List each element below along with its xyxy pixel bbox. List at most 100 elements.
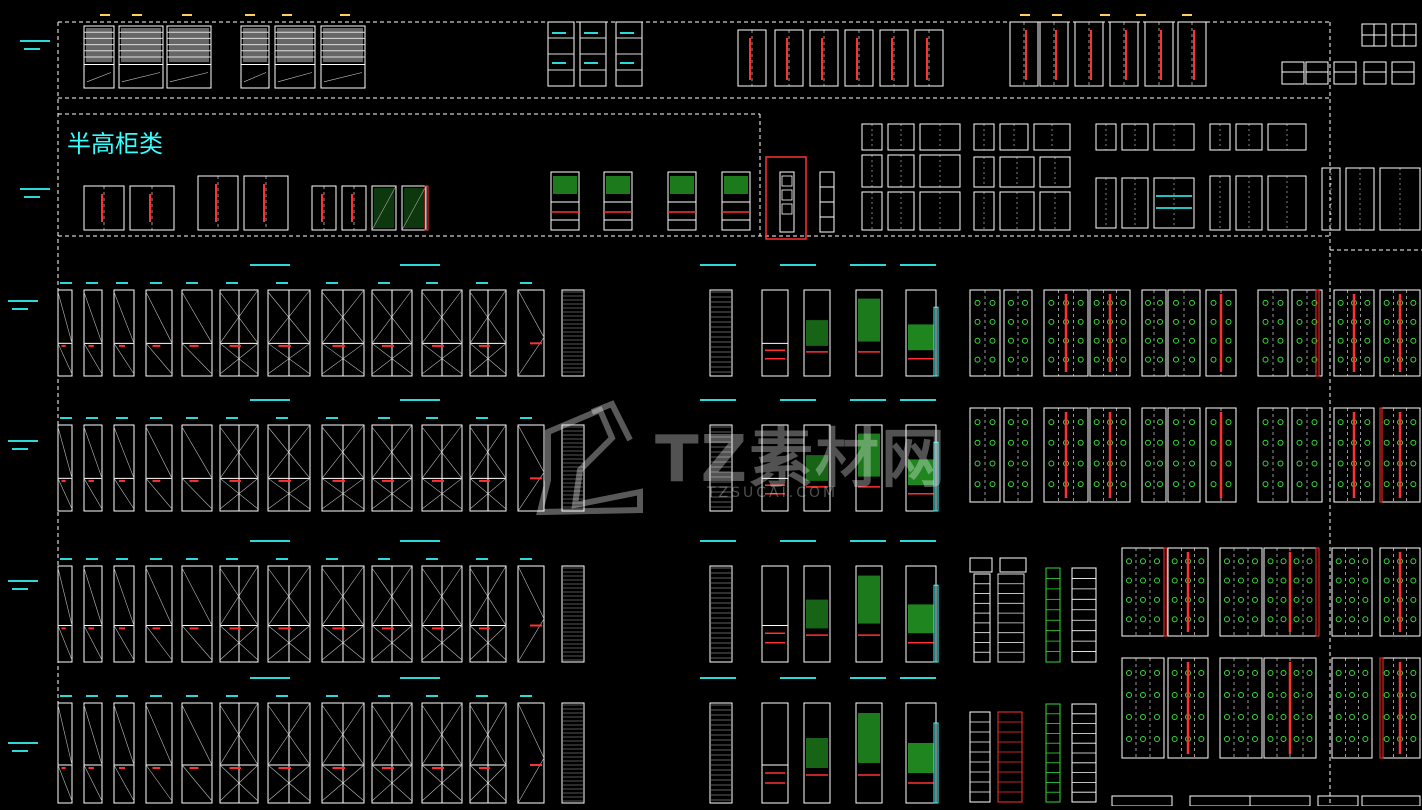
cabinet-frame [145,702,173,804]
green-hatch [724,176,748,194]
ornament-icon [1210,481,1217,488]
cabinet-frame [1089,407,1131,503]
ornament-icon [1022,337,1028,344]
dimension-label [520,282,532,284]
drawing-line [181,567,213,626]
ornament-icon [1238,558,1244,565]
model-label [900,540,936,542]
ornament-icon [1198,558,1205,565]
ornament-icon [1252,558,1258,565]
cabinet-frame [113,702,135,804]
ornament-icon [1093,439,1100,446]
ornament-icon [1262,460,1269,467]
ornament-icon [1383,558,1390,565]
ornament-icon [1173,419,1179,426]
drawing-line [113,567,135,626]
ornament-icon [1306,670,1313,676]
ornament-icon [1022,299,1028,306]
cabinet-frame [1167,547,1209,637]
ornament-icon [1126,670,1132,676]
shelf-ornament [620,32,634,34]
model-label [400,677,440,679]
ornament-icon [1277,481,1284,488]
ornament-icon [1048,299,1055,306]
cabinet-frame [517,424,545,512]
dimension-label [1100,14,1110,16]
ornament-icon [1280,558,1287,565]
dimension-label [426,417,438,419]
ornament-icon [1120,439,1127,446]
cabinet-frame [973,573,991,663]
ornament-icon [1210,318,1217,325]
ornament-icon [1364,419,1371,426]
ornament-icon [1410,558,1417,565]
drawing-line [113,764,135,802]
row-label [12,588,28,590]
ornament-icon [1364,481,1371,488]
ornament-icon [1267,577,1274,584]
ornament-icon [1277,460,1284,467]
ornament-icon [1189,481,1195,488]
ornament-icon [1238,616,1244,623]
cabinet-frame [761,424,789,512]
ornament-icon [1410,419,1417,426]
ornament-icon [974,356,981,363]
ornament-icon [1140,692,1146,698]
green-hatch [908,604,934,634]
ornament-icon [1349,714,1355,720]
ornament-icon [1293,596,1300,603]
ornament-icon [1410,596,1417,603]
cabinet-frame [1267,123,1307,151]
dimension-label [116,558,128,560]
ornament-icon [989,337,996,344]
dimension-label [520,558,532,560]
cyan-edge [933,306,939,377]
drawer [781,189,793,201]
ornament-icon [1280,616,1287,623]
cabinet-frame [709,289,733,377]
model-label [400,399,440,401]
ornament-icon [1252,714,1258,720]
ornament-icon [974,481,981,488]
cabinet-frame [803,565,831,663]
ornament-icon [1225,419,1232,426]
green-hatch [806,599,828,629]
ornament-icon [1306,577,1313,584]
ornament-icon [1224,714,1230,720]
cabinet-frame [517,565,545,663]
cabinet-frame [57,565,73,663]
dimension-label [1020,14,1030,16]
ornament-icon [1311,481,1318,488]
ornament-icon [1093,419,1100,426]
row-label [24,196,40,198]
ornament-icon [1362,670,1369,676]
ornament-icon [1383,670,1390,676]
ornament-icon [1280,670,1287,676]
ornament-icon [1077,337,1084,344]
green-hatch [806,320,828,346]
ornament-icon [989,439,996,446]
ornament-icon [1280,577,1287,584]
ornament-icon [1349,596,1355,603]
ornament-icon [1126,616,1132,623]
ornament-icon [1171,596,1178,603]
drawing-line [371,185,397,231]
ornament-icon [1383,439,1390,446]
ornament-icon [1410,460,1417,467]
ornament-icon [1337,299,1344,306]
cabinet-frame [905,702,937,804]
ornament-icon [1277,419,1284,426]
ornament-icon [1224,596,1230,603]
dimension-label [378,558,390,560]
dimension-label [116,282,128,284]
ornament-icon [1077,356,1084,363]
dimension-label [476,558,488,560]
cabinet-frame [83,289,103,377]
ornament-icon [1383,577,1390,584]
ornament-icon [1296,356,1303,363]
cabinet-frame [1281,61,1305,85]
dimension-label [276,695,288,697]
ornament-icon [1171,577,1178,584]
ornament-icon [1140,616,1146,623]
